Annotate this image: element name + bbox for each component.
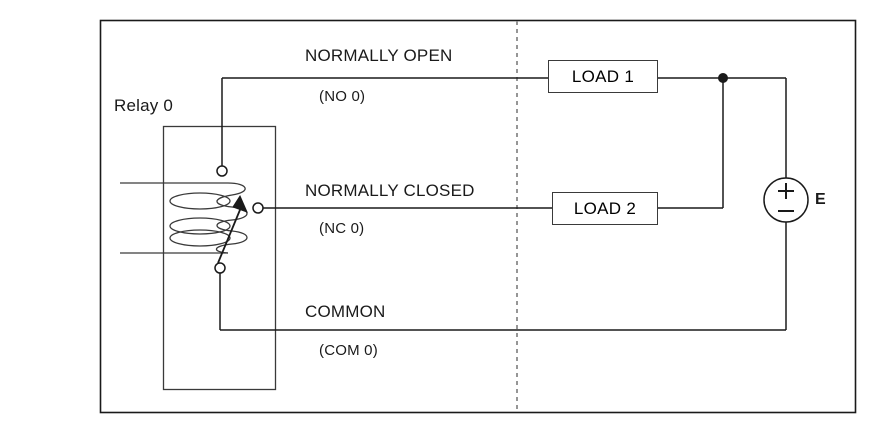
normally-open-sublabel: (NO 0) — [316, 88, 369, 105]
normally-open-text: NORMALLY OPEN — [302, 46, 456, 65]
common-subtext: (COM 0) — [316, 342, 381, 359]
load-2-box: LOAD 2 — [552, 192, 658, 225]
common-text: COMMON — [302, 302, 389, 321]
voltage-source-symbol — [763, 177, 809, 223]
voltage-source-label: E — [815, 191, 826, 208]
source-plus-icon — [778, 183, 794, 199]
com-terminal-node — [214, 262, 226, 274]
load-1-box: LOAD 1 — [548, 60, 658, 93]
normally-closed-sublabel: (NC 0) — [316, 220, 368, 237]
outer-border — [99, 19, 857, 414]
normally-closed-subtext: (NC 0) — [316, 220, 368, 237]
no-terminal-node — [216, 165, 228, 177]
load-1-label: LOAD 1 — [571, 66, 635, 86]
relay-coil — [169, 182, 248, 254]
common-label: COMMON — [302, 302, 389, 321]
load-2-label: LOAD 2 — [573, 198, 637, 218]
wire-junction-dot — [718, 73, 728, 83]
normally-closed-label: NORMALLY CLOSED — [302, 181, 478, 200]
normally-open-subtext: (NO 0) — [316, 88, 369, 105]
nc-terminal-node — [252, 202, 264, 214]
relay-box — [162, 125, 277, 391]
relay-label: Relay 0 — [114, 96, 174, 115]
switch-armature-arrow — [217, 194, 248, 264]
normally-open-label: NORMALLY OPEN — [302, 46, 456, 65]
common-sublabel: (COM 0) — [316, 342, 381, 359]
normally-closed-text: NORMALLY CLOSED — [302, 181, 478, 200]
